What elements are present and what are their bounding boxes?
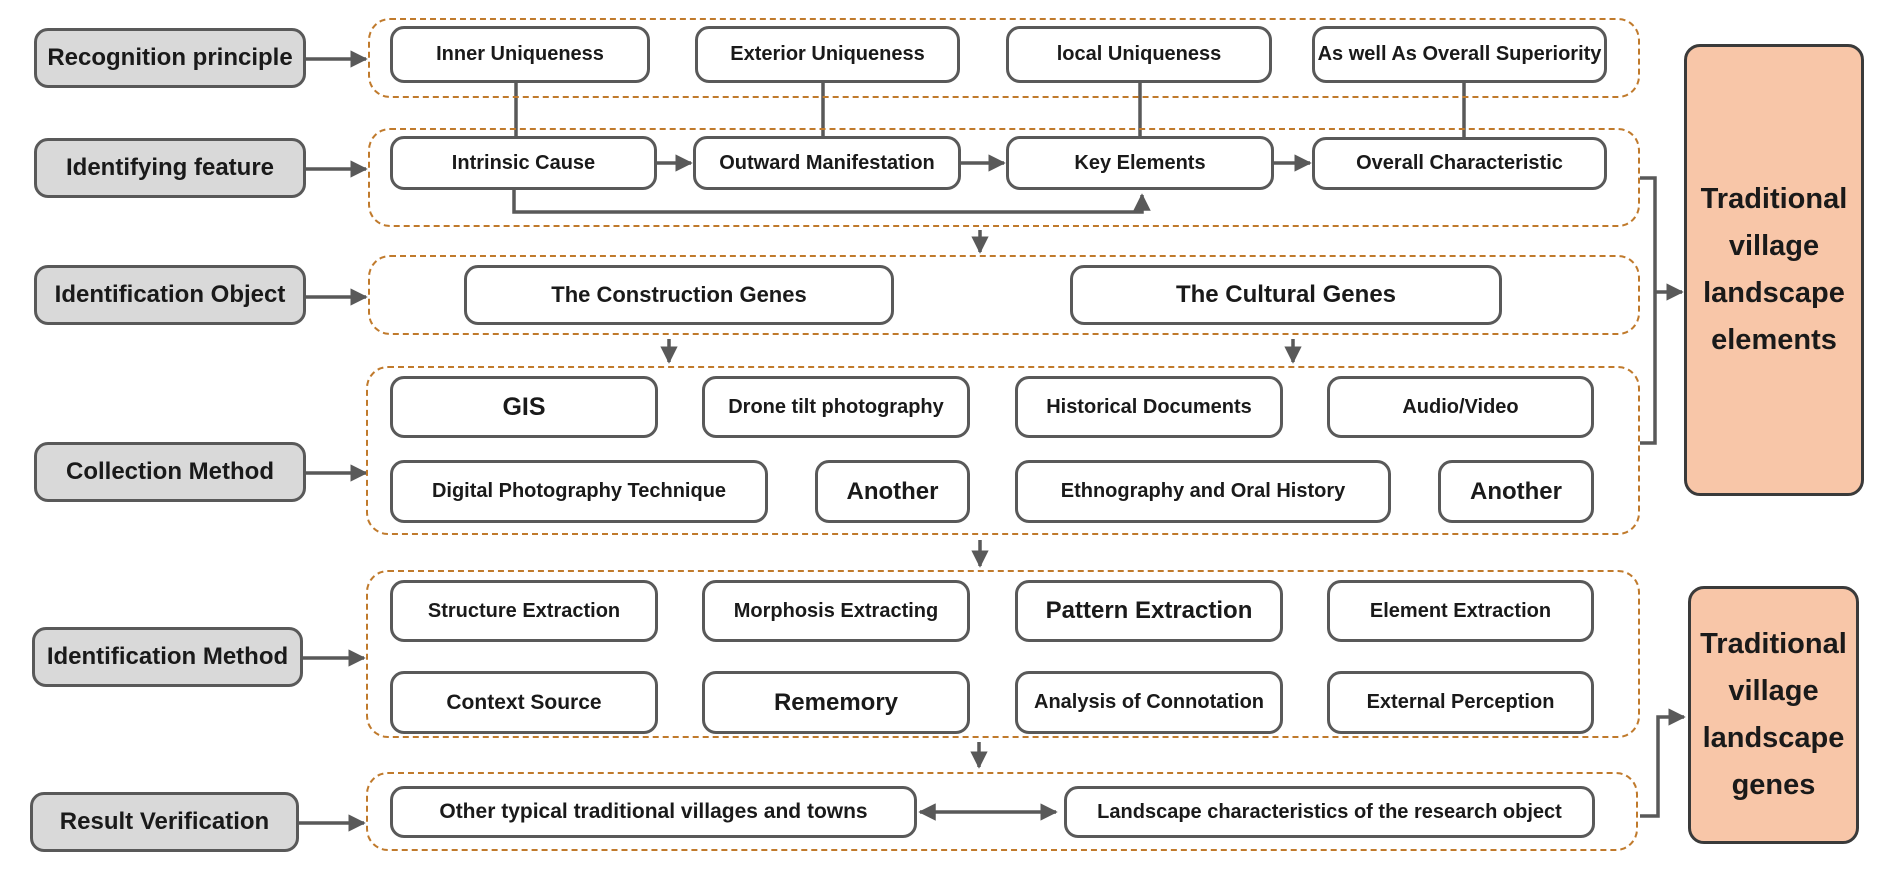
box-construction-genes: The Construction Genes xyxy=(464,265,894,325)
group-verification xyxy=(366,772,1638,851)
label-recognition-principle: Recognition principle xyxy=(34,28,306,88)
box-drone-tilt-photography: Drone tilt photography xyxy=(702,376,970,438)
box-inner-uniqueness: Inner Uniqueness xyxy=(390,26,650,83)
group-identification xyxy=(366,570,1640,738)
group-feature xyxy=(368,128,1640,227)
result-elements-line: Traditional xyxy=(1700,183,1848,215)
result-elements-text: Traditional village landscape elements xyxy=(1701,176,1848,364)
arrow-to-genes xyxy=(1640,708,1686,818)
box-gis: GIS xyxy=(390,376,658,438)
box-local-uniqueness: local Uniqueness xyxy=(1006,26,1272,83)
box-analysis-of-connotation: Analysis of Connotation xyxy=(1015,671,1283,734)
bracket-to-elements xyxy=(1640,176,1657,445)
result-genes-line: landscape xyxy=(1702,722,1845,754)
result-genes-line: genes xyxy=(1731,769,1816,801)
label-identifying-feature: Identifying feature xyxy=(34,138,306,198)
box-morphosis-extracting: Morphosis Extracting xyxy=(702,580,970,642)
box-another-2: Another xyxy=(1438,460,1594,523)
arrow-intrinsic-key xyxy=(512,190,1151,214)
result-elements-line: landscape xyxy=(1703,277,1845,309)
result-genes-line: Traditional xyxy=(1700,628,1847,660)
box-landscape-characteristics: Landscape characteristics of the researc… xyxy=(1064,786,1595,838)
box-audio-video: Audio/Video xyxy=(1327,376,1594,438)
box-digital-photography: Digital Photography Technique xyxy=(390,460,768,523)
box-external-perception: External Perception xyxy=(1327,671,1594,734)
group-object xyxy=(368,255,1640,335)
group-recognition xyxy=(368,18,1640,98)
result-elements-line: elements xyxy=(1711,324,1837,356)
box-cultural-genes: The Cultural Genes xyxy=(1070,265,1502,325)
box-key-elements: Key Elements xyxy=(1006,136,1274,190)
box-historical-documents: Historical Documents xyxy=(1015,376,1283,438)
box-structure-extraction: Structure Extraction xyxy=(390,580,658,642)
label-result-verification: Result Verification xyxy=(30,792,299,852)
label-identification-method: Identification Method xyxy=(32,627,303,687)
result-genes-text: Traditional village landscape genes xyxy=(1700,621,1847,809)
result-elements-line: village xyxy=(1728,230,1820,262)
group-collection xyxy=(366,366,1640,535)
result-genes-line: village xyxy=(1728,675,1819,707)
box-ethnography-oral-history: Ethnography and Oral History xyxy=(1015,460,1391,523)
box-other-typical-villages: Other typical traditional villages and t… xyxy=(390,786,917,838)
label-identification-object: Identification Object xyxy=(34,265,306,325)
box-exterior-uniqueness: Exterior Uniqueness xyxy=(695,26,960,83)
label-collection-method: Collection Method xyxy=(34,442,306,502)
box-another-1: Another xyxy=(815,460,970,523)
box-intrinsic-cause: Intrinsic Cause xyxy=(390,136,657,190)
box-context-source: Context Source xyxy=(390,671,658,734)
box-rememory: Rememory xyxy=(702,671,970,734)
box-overall-superiority: As well As Overall Superiority xyxy=(1312,26,1607,83)
box-outward-manifestation: Outward Manifestation xyxy=(693,136,961,190)
result-landscape-elements: Traditional village landscape elements xyxy=(1684,44,1864,496)
result-landscape-genes: Traditional village landscape genes xyxy=(1688,586,1859,844)
box-element-extraction: Element Extraction xyxy=(1327,580,1594,642)
box-overall-characteristic: Overall Characteristic xyxy=(1312,137,1607,190)
box-pattern-extraction: Pattern Extraction xyxy=(1015,580,1283,642)
